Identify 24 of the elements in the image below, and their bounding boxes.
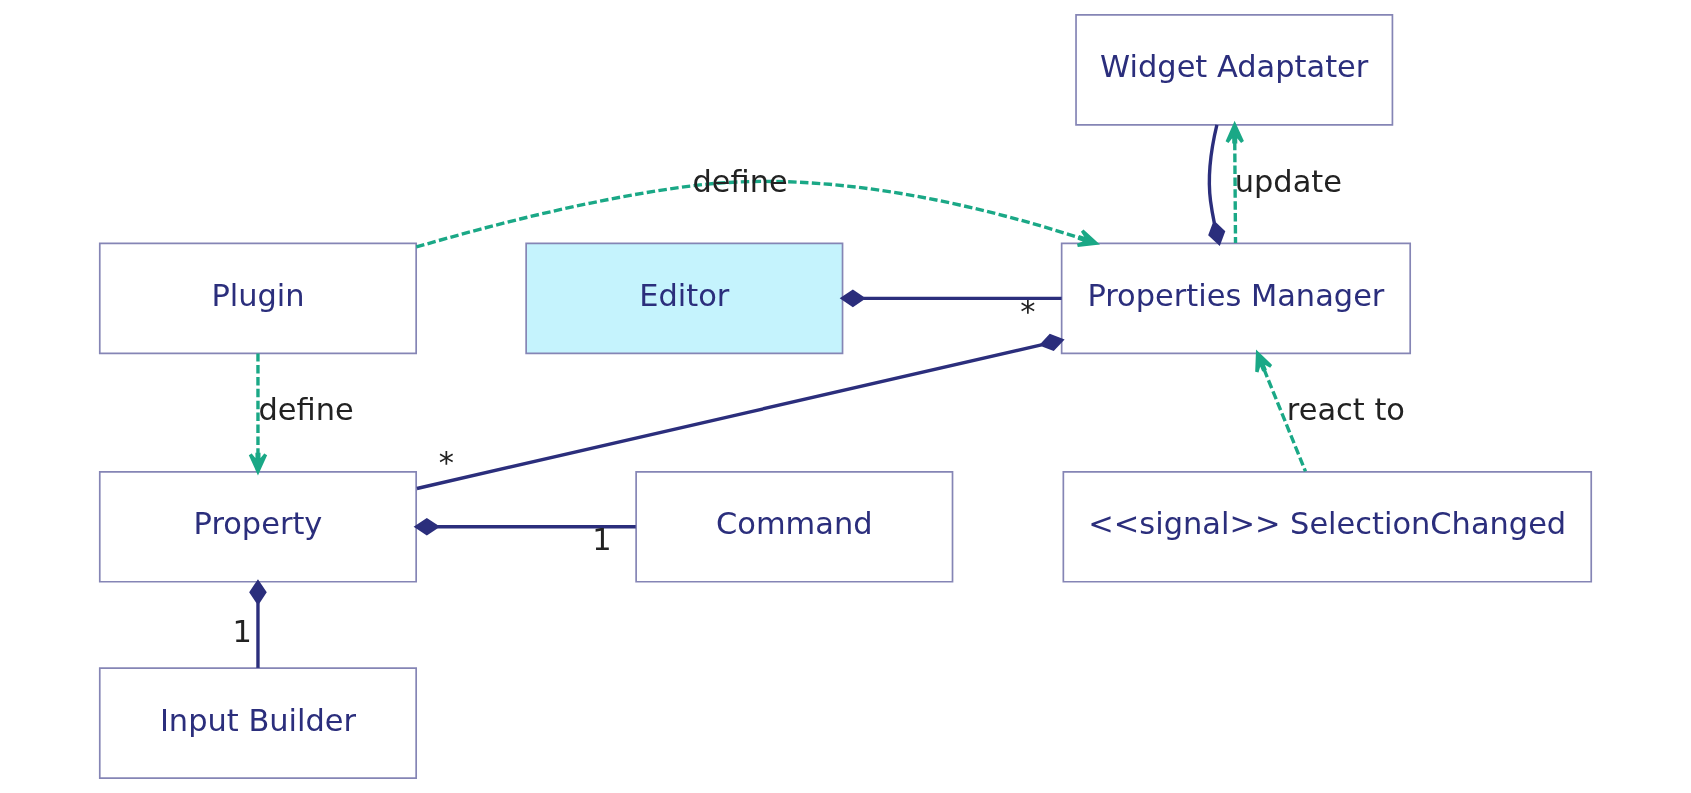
connector [839, 289, 1062, 308]
connector [413, 517, 636, 536]
arrow [248, 353, 268, 474]
edge-label: * [438, 445, 454, 481]
node-box: Plugin [98, 242, 417, 355]
edge-label: 1 [232, 613, 252, 649]
edge-label: update [1234, 163, 1342, 199]
edge-label: * [1020, 293, 1036, 329]
arrow [1225, 123, 1245, 243]
node-box: <<signal>> SelectionChanged [1062, 470, 1593, 583]
arrow [415, 179, 1098, 249]
arrow [1255, 351, 1308, 472]
edge-label: 1 [592, 521, 612, 557]
node-box: Editor [525, 242, 844, 355]
edge-label: react to [1286, 392, 1405, 428]
node-box: Widget Adaptater [1075, 14, 1394, 126]
node-box: Properties Manager [1060, 242, 1412, 355]
connector [249, 579, 267, 668]
node-box: Command [635, 470, 954, 583]
connector [416, 333, 1065, 491]
edge-label: define [258, 392, 354, 428]
connector [1207, 124, 1226, 247]
node-box: Property [98, 470, 417, 583]
node-box: Input Builder [98, 667, 417, 779]
